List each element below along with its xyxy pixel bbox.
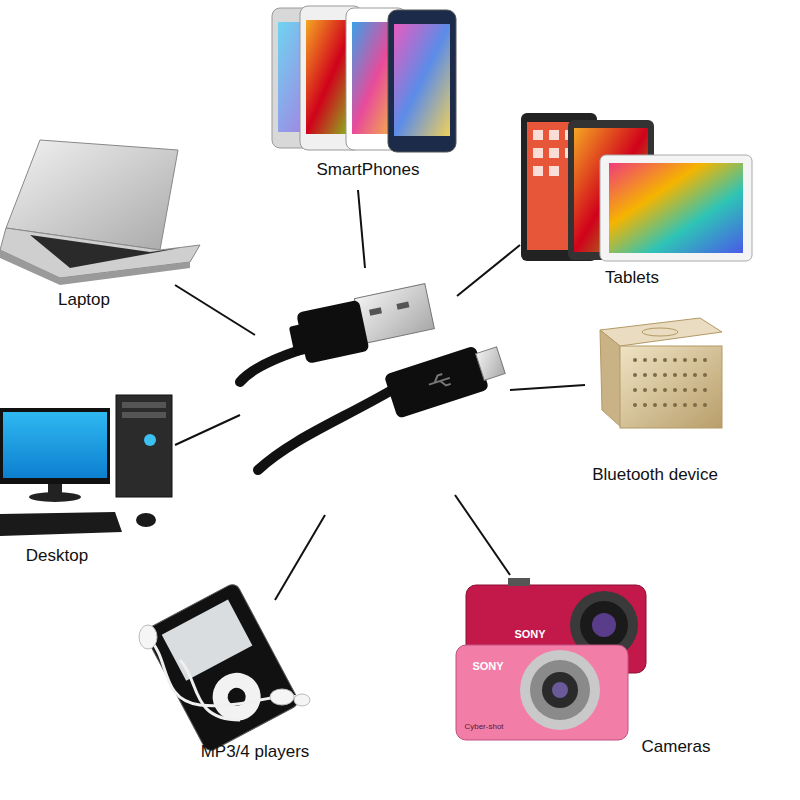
device-label: Tablets	[605, 268, 659, 288]
brand-text: SONY	[514, 628, 545, 641]
device-label: Desktop	[26, 546, 88, 566]
device-label: Cameras	[642, 737, 711, 757]
device-label: SmartPhones	[317, 160, 420, 180]
brand-text: SONY	[472, 660, 503, 673]
device-label: MP3/4 players	[201, 742, 310, 762]
device-label: Laptop	[58, 290, 110, 310]
device-label: Bluetooth device	[592, 465, 718, 485]
model-text: Cyber-shot	[464, 722, 503, 732]
